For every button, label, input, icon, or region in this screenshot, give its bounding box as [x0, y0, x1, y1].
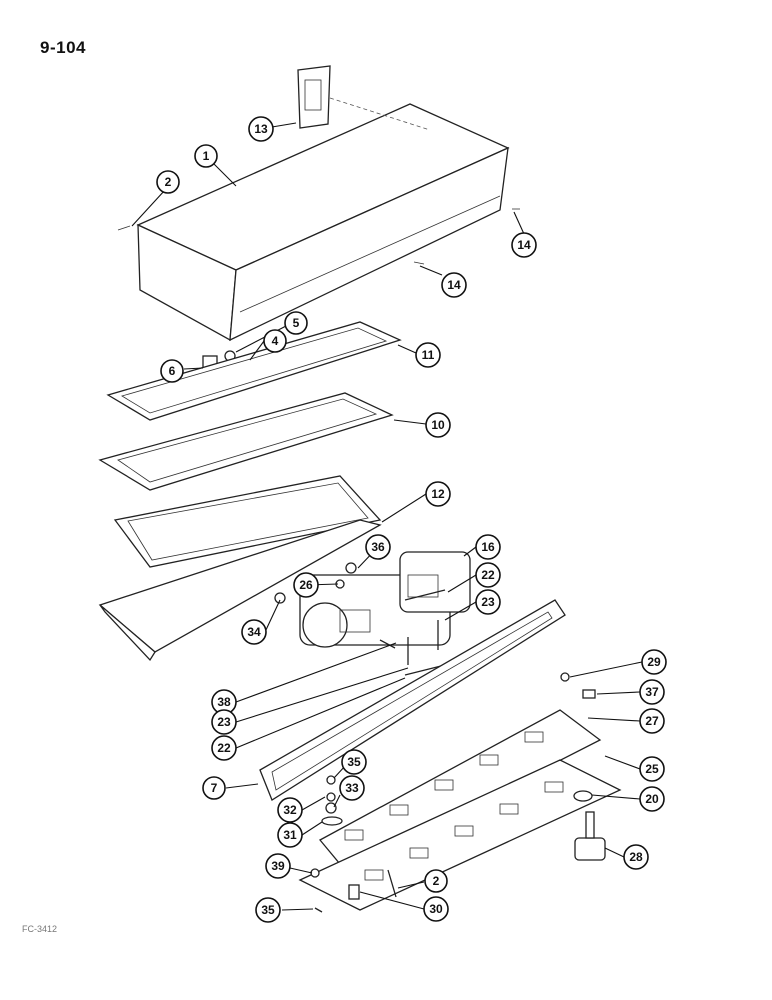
svg-text:6: 6	[169, 364, 176, 378]
louver-plates	[298, 709, 622, 911]
svg-text:14: 14	[517, 238, 531, 252]
callout-23: 23	[475, 589, 501, 615]
svg-text:22: 22	[481, 568, 495, 582]
callout-4: 4	[263, 329, 287, 353]
callout-6: 6	[160, 359, 184, 383]
strips-part	[404, 589, 446, 676]
callout-2: 2	[156, 170, 180, 194]
leader-lines	[131, 122, 643, 911]
svg-text:20: 20	[645, 792, 659, 806]
callout-35: 35	[255, 897, 281, 923]
callout-14: 14	[511, 232, 537, 258]
page-number: 9-104	[40, 38, 86, 57]
callout-32: 32	[277, 797, 303, 823]
svg-text:2: 2	[165, 175, 172, 189]
callout-13: 13	[248, 116, 274, 142]
svg-text:16: 16	[481, 540, 495, 554]
svg-text:32: 32	[283, 803, 297, 817]
svg-text:4: 4	[272, 334, 279, 348]
figure-code: FC-3412	[22, 924, 58, 934]
callout-11: 11	[415, 342, 441, 368]
callout-25: 25	[639, 756, 665, 782]
callout-33: 33	[339, 775, 365, 801]
blower-part	[299, 551, 471, 648]
svg-text:7: 7	[211, 781, 218, 795]
knob-part	[574, 811, 606, 861]
fasteners	[274, 562, 596, 913]
callout-37: 37	[639, 679, 665, 705]
svg-text:33: 33	[345, 781, 359, 795]
callout-2: 2	[424, 869, 448, 893]
bracket-part	[297, 65, 331, 129]
svg-text:1: 1	[203, 149, 210, 163]
housing-part	[136, 97, 510, 342]
callout-22: 22	[475, 562, 501, 588]
filter-part	[98, 392, 394, 491]
svg-text:11: 11	[422, 348, 435, 362]
callout-34: 34	[241, 619, 267, 645]
svg-text:26: 26	[299, 578, 313, 592]
svg-text:23: 23	[217, 715, 231, 729]
callout-14: 14	[441, 272, 467, 298]
svg-text:10: 10	[431, 418, 445, 432]
svg-text:2: 2	[433, 874, 440, 888]
callout-35: 35	[341, 749, 367, 775]
callout-28: 28	[623, 844, 649, 870]
svg-text:13: 13	[254, 122, 268, 136]
svg-text:27: 27	[645, 714, 659, 728]
callout-30: 30	[423, 896, 449, 922]
callout-20: 20	[639, 786, 665, 812]
svg-text:35: 35	[347, 755, 361, 769]
callout-22: 22	[211, 735, 237, 761]
svg-text:39: 39	[271, 859, 285, 873]
svg-text:22: 22	[217, 741, 231, 755]
svg-text:5: 5	[293, 316, 300, 330]
callout-29: 29	[641, 649, 667, 675]
callout-7: 7	[202, 776, 226, 800]
callout-23: 23	[211, 709, 237, 735]
svg-text:34: 34	[247, 625, 261, 639]
svg-text:14: 14	[447, 278, 461, 292]
callout-12: 12	[425, 481, 451, 507]
svg-text:31: 31	[283, 828, 297, 842]
svg-text:37: 37	[645, 685, 659, 699]
svg-text:30: 30	[429, 902, 443, 916]
callout-38: 38	[211, 689, 237, 715]
callout-10: 10	[425, 412, 451, 438]
svg-text:28: 28	[629, 850, 643, 864]
svg-text:25: 25	[645, 762, 659, 776]
svg-text:23: 23	[481, 595, 495, 609]
callout-31: 31	[277, 822, 303, 848]
svg-text:12: 12	[431, 487, 445, 501]
callout-39: 39	[265, 853, 291, 879]
svg-text:35: 35	[261, 903, 275, 917]
large-gasket-part	[259, 599, 566, 801]
callout-5: 5	[284, 311, 308, 335]
svg-text:36: 36	[371, 540, 385, 554]
coil-part	[98, 475, 382, 662]
callout-26: 26	[293, 572, 319, 598]
svg-text:29: 29	[647, 655, 661, 669]
callout-1: 1	[194, 144, 218, 168]
svg-text:38: 38	[217, 695, 231, 709]
callout-27: 27	[639, 708, 665, 734]
callout-36: 36	[365, 534, 391, 560]
callout-16: 16	[475, 534, 501, 560]
